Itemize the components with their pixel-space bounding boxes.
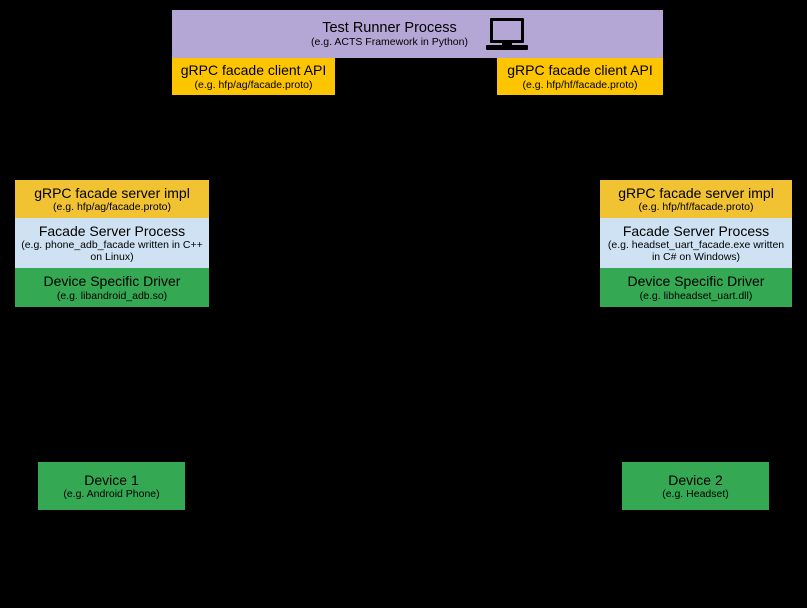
device-right-subtitle: (e.g. Headset) bbox=[662, 488, 729, 501]
facade-server-process-left: Facade Server Process (e.g. phone_adb_fa… bbox=[15, 218, 209, 268]
laptop-trackpad-shape bbox=[501, 41, 512, 45]
server-impl-right-subtitle: (e.g. hfp/hf/facade.proto) bbox=[638, 201, 754, 214]
facade-process-left-subtitle: (e.g. phone_adb_facade written in C++ on… bbox=[21, 238, 203, 264]
test-runner-text-group: Test Runner Process (e.g. ACTS Framework… bbox=[307, 20, 472, 49]
test-runner-subtitle: (e.g. ACTS Framework in Python) bbox=[311, 36, 468, 49]
grpc-facade-server-impl-left: gRPC facade server impl (e.g. hfp/ag/fac… bbox=[15, 180, 209, 218]
grpc-facade-client-api-left: gRPC facade client API (e.g. hfp/ag/faca… bbox=[172, 58, 335, 95]
device-specific-driver-left: Device Specific Driver (e.g. libandroid_… bbox=[15, 268, 209, 307]
facade-process-left-title: Facade Server Process bbox=[38, 222, 186, 239]
facade-process-right-title: Facade Server Process bbox=[622, 222, 770, 239]
grpc-facade-server-impl-right: gRPC facade server impl (e.g. hfp/hf/fac… bbox=[600, 180, 792, 218]
device-left-title: Device 1 bbox=[84, 471, 139, 488]
driver-left-title: Device Specific Driver bbox=[43, 273, 181, 290]
device-specific-driver-right: Device Specific Driver (e.g. libheadset_… bbox=[600, 268, 792, 307]
test-runner-title: Test Runner Process bbox=[322, 19, 457, 36]
client-api-right-title: gRPC facade client API bbox=[507, 62, 653, 79]
device-right-title: Device 2 bbox=[668, 471, 723, 488]
driver-right-subtitle: (e.g. libheadset_uart.dll) bbox=[639, 289, 753, 302]
server-impl-left-title: gRPC facade server impl bbox=[34, 184, 190, 201]
laptop-icon bbox=[485, 18, 528, 50]
client-api-right-subtitle: (e.g. hfp/hf/facade.proto) bbox=[522, 78, 638, 91]
facade-server-process-right: Facade Server Process (e.g. headset_uart… bbox=[600, 218, 792, 268]
device-left-subtitle: (e.g. Android Phone) bbox=[63, 488, 160, 501]
test-runner-process-box: Test Runner Process (e.g. ACTS Framework… bbox=[172, 10, 663, 58]
facade-process-right-subtitle: (e.g. headset_uart_facade.exe written in… bbox=[607, 238, 785, 264]
server-impl-right-title: gRPC facade server impl bbox=[618, 184, 774, 201]
laptop-screen-shape bbox=[489, 18, 524, 43]
driver-left-subtitle: (e.g. libandroid_adb.so) bbox=[56, 289, 168, 302]
server-impl-left-subtitle: (e.g. hfp/ag/facade.proto) bbox=[53, 201, 171, 214]
client-api-left-title: gRPC facade client API bbox=[180, 62, 327, 79]
device-box-left: Device 1 (e.g. Android Phone) bbox=[38, 462, 185, 510]
client-api-left-subtitle: (e.g. hfp/ag/facade.proto) bbox=[194, 78, 313, 91]
grpc-facade-client-api-right: gRPC facade client API (e.g. hfp/hf/faca… bbox=[497, 58, 663, 95]
device-box-right: Device 2 (e.g. Headset) bbox=[622, 462, 769, 510]
driver-right-title: Device Specific Driver bbox=[627, 273, 765, 290]
laptop-base-shape bbox=[485, 45, 528, 50]
